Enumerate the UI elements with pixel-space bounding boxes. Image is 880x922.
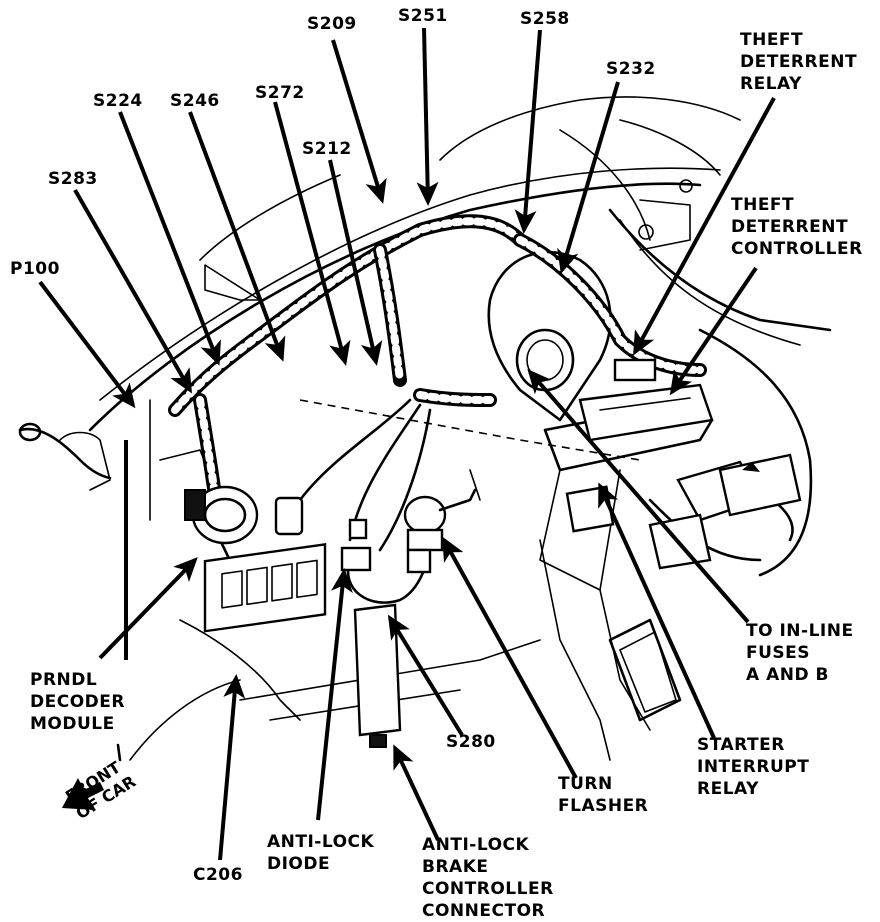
- turn-flasher: [403, 488, 477, 574]
- c206-connector: [203, 542, 327, 633]
- label-s251: S251: [398, 6, 448, 26]
- label-s212: S212: [302, 139, 352, 159]
- label-turn-flasher: TURN FLASHER: [558, 774, 649, 816]
- dashboard-outline: [18, 96, 832, 761]
- prndl-decoder-module: [184, 485, 259, 545]
- label-to-in-line-fuses: TO IN-LINE FUSES A AND B: [746, 621, 854, 685]
- label-s280: S280: [446, 732, 496, 752]
- label-theft-deterrent-relay: THEFT DETERRENT RELAY: [740, 30, 858, 94]
- theft-deterrent-controller: [578, 383, 714, 442]
- label-p100: P100: [10, 259, 60, 279]
- label-s209: S209: [307, 14, 357, 34]
- leader-lines: [38, 27, 776, 861]
- label-prndl-decoder-module: PRNDL DECODER MODULE: [30, 670, 125, 734]
- label-starter-interrupt-relay: STARTER INTERRUPT RELAY: [697, 735, 810, 799]
- label-anti-lock-diode: ANTI-LOCK DIODE: [267, 832, 375, 874]
- label-s246: S246: [170, 91, 220, 111]
- label-s258: S258: [520, 9, 570, 29]
- label-theft-deterrent-controller: THEFT DETERRENT CONTROLLER: [731, 195, 863, 259]
- label-s272: S272: [255, 83, 305, 103]
- label-s224: S224: [93, 91, 143, 111]
- label-anti-lock-brake-controller-connector: ANTI-LOCK BRAKE CONTROLLER CONNECTOR: [422, 835, 554, 921]
- components: [184, 358, 802, 748]
- in-line-fuse-connectors: [648, 453, 802, 570]
- label-s232: S232: [606, 59, 656, 79]
- label-s283: S283: [48, 169, 98, 189]
- anti-lock-diode: [340, 518, 372, 572]
- label-c206: C206: [193, 865, 243, 885]
